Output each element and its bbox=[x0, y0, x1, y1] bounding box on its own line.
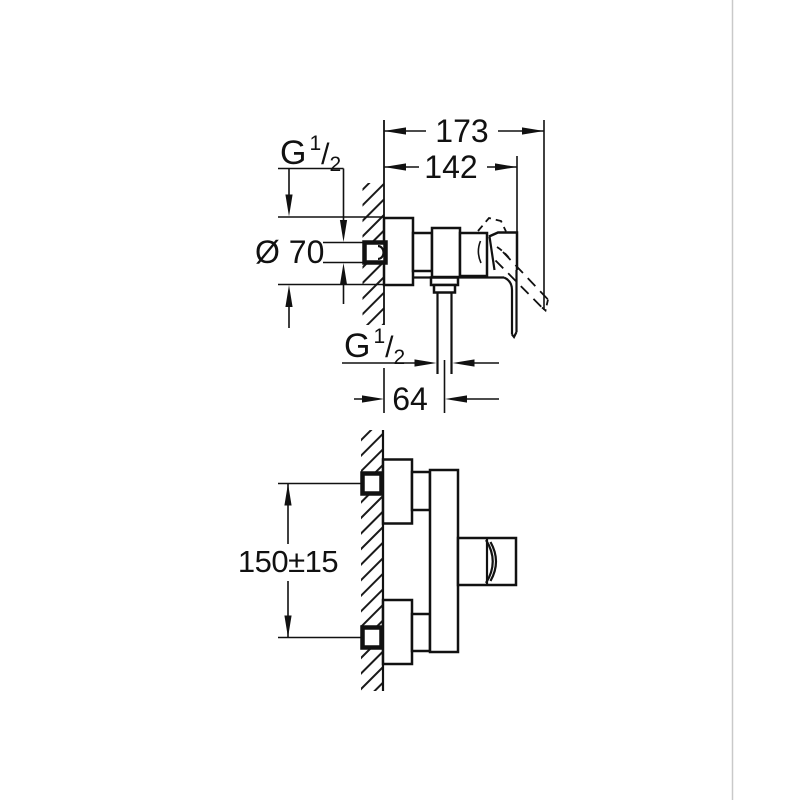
lever-alt-position-dashed bbox=[494, 251, 549, 309]
wall-front-view bbox=[361, 430, 385, 691]
dim-total-depth-label: 173 bbox=[435, 113, 488, 149]
extension-lines bbox=[278, 216, 384, 286]
upper-escutcheon bbox=[381, 458, 414, 525]
front-view: 150±15 bbox=[238, 430, 518, 691]
escutcheon-diameter-label: Ø 70 bbox=[255, 234, 324, 270]
wall-side-view bbox=[362, 120, 385, 325]
outlet-pipe bbox=[436, 292, 453, 374]
lower-inlet-fitting bbox=[360, 625, 384, 650]
dim-outlet-offset: 64 bbox=[354, 368, 499, 417]
callout-arrowheads bbox=[414, 359, 475, 367]
upper-neck bbox=[410, 470, 432, 512]
lever-open-position-dashed bbox=[477, 216, 507, 232]
dim-inlet-spacing-label: 150±15 bbox=[238, 544, 338, 579]
dim-arrowheads bbox=[362, 395, 467, 403]
dim-outlet-offset-label: 64 bbox=[392, 381, 428, 417]
lever-blade bbox=[503, 270, 518, 340]
lever-pivot bbox=[488, 236, 496, 271]
fitting-extension-lines bbox=[323, 241, 364, 264]
cartridge-housing bbox=[458, 231, 489, 278]
dim-body-depth: 142 bbox=[384, 149, 518, 232]
escutcheon-diameter-callout: Ø 70 bbox=[255, 216, 384, 286]
dim-inlet-spacing: 150±15 bbox=[238, 482, 362, 639]
inlet-fitting-bore bbox=[377, 244, 385, 261]
escutcheon bbox=[382, 216, 415, 287]
lever-alt-tip-dashed bbox=[541, 299, 549, 313]
outlet-nipple bbox=[432, 283, 457, 294]
body-column bbox=[428, 468, 460, 654]
handle-curve bbox=[477, 240, 482, 264]
body-neck bbox=[411, 231, 434, 273]
valve-body bbox=[430, 226, 462, 279]
handle-dome-arcs bbox=[485, 539, 498, 584]
lever-head bbox=[488, 231, 519, 270]
upper-inlet-fitting bbox=[360, 471, 384, 496]
lower-escutcheon bbox=[381, 598, 414, 666]
inlet-fitting bbox=[362, 240, 388, 265]
mixer-front-view bbox=[360, 458, 518, 666]
lower-neck bbox=[410, 612, 432, 653]
dim-body-depth-label: 142 bbox=[424, 149, 477, 185]
dim-total-depth: 173 bbox=[384, 113, 545, 310]
mixer-side-view bbox=[362, 216, 549, 413]
wall-hatch bbox=[361, 430, 383, 691]
